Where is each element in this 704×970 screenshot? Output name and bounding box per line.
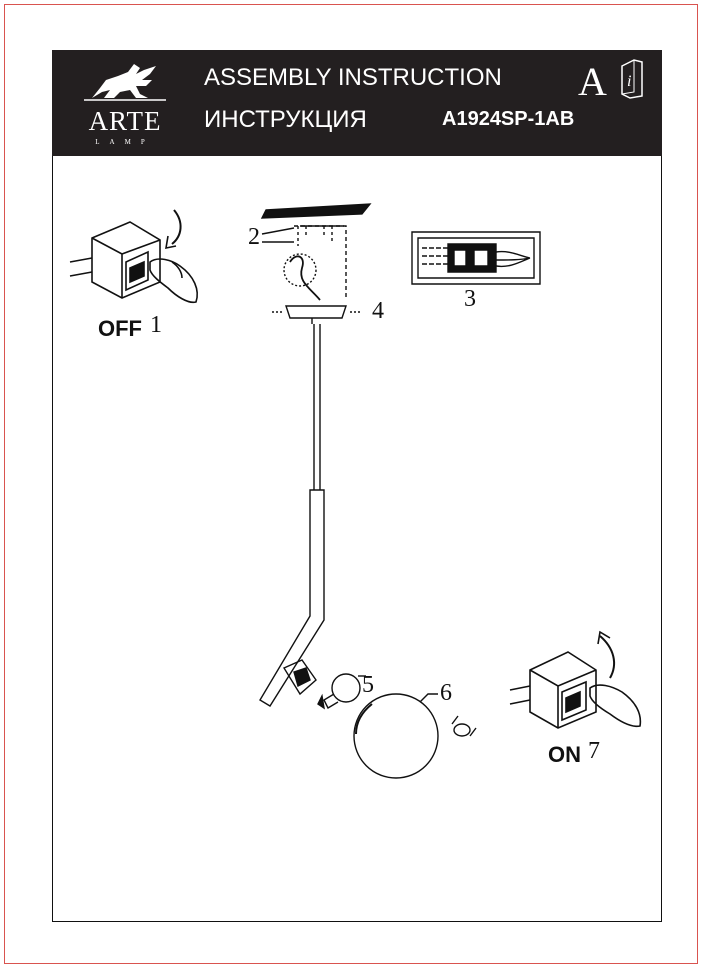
title-russian: ИНСТРУКЦИЯ xyxy=(204,106,367,133)
pendant-rod-icon xyxy=(259,324,325,707)
off-word: OFF xyxy=(98,316,142,341)
logo-subtitle: LAMP xyxy=(95,138,155,146)
title-english: ASSEMBLY INSTRUCTION xyxy=(204,64,502,91)
step-1-off-label: OFF xyxy=(98,316,142,342)
logo-name: ARTE xyxy=(88,106,162,136)
info-book-icon: i xyxy=(621,59,643,99)
ceiling-plate-icon xyxy=(260,203,372,324)
step-1-number: 1 xyxy=(150,312,162,338)
terminal-block-icon xyxy=(411,231,541,285)
header-bar: ARTE LAMP ASSEMBLY INSTRUCTION ИНСТРУКЦИ… xyxy=(52,50,662,156)
step-2-number: 2 xyxy=(248,224,260,250)
switch-off-icon xyxy=(69,209,198,304)
rotate-arrow-icon xyxy=(451,715,477,737)
step-3-number: 3 xyxy=(464,286,476,312)
svg-text:i: i xyxy=(627,73,631,90)
switch-on-icon xyxy=(509,630,642,729)
step-6-number: 6 xyxy=(440,680,452,706)
language-letter: A xyxy=(578,59,607,104)
model-number: A1924SP-1AB xyxy=(442,108,575,130)
page-border xyxy=(4,4,698,964)
brand-logo: ARTE LAMP xyxy=(70,58,180,150)
step-4-number: 4 xyxy=(372,298,384,324)
bulb-icon xyxy=(317,673,366,710)
griffin-logo-icon xyxy=(84,64,166,101)
step-7-on-label: ON xyxy=(548,742,581,768)
on-word: ON xyxy=(548,742,581,767)
step-7-number: 7 xyxy=(588,738,600,764)
step-5-number: 5 xyxy=(362,672,374,698)
glass-globe-icon xyxy=(353,693,439,779)
